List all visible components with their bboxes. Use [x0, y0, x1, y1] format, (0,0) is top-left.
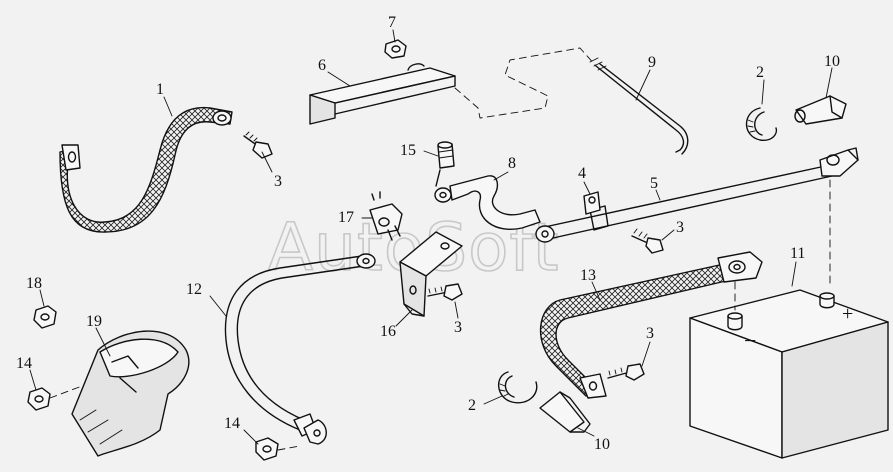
callout-3-lower-right: 3: [646, 325, 654, 342]
callout-4: 4: [578, 165, 586, 182]
nut-left-14: [27, 387, 51, 411]
callout-12: 12: [186, 281, 202, 298]
callout-13: 13: [580, 267, 596, 284]
cable-clip: [583, 191, 601, 215]
bolt-middle: [631, 228, 664, 254]
callout-2-lower: 2: [468, 397, 476, 414]
callout-16: 16: [380, 323, 396, 340]
callout-3-middle: 3: [676, 219, 684, 236]
battery: − +: [689, 289, 889, 459]
callout-19: 19: [86, 313, 102, 330]
hold-down-rod: [589, 57, 689, 155]
callout-17: 17: [338, 209, 354, 226]
small-switch: [369, 191, 403, 241]
clamp-upper-right: [745, 107, 778, 142]
bolt-lower-middle: [427, 283, 463, 301]
callout-3-lower-middle: 3: [454, 319, 462, 336]
callout-leaders: [29, 29, 833, 445]
positive-cable: [535, 147, 859, 243]
callout-2-upper: 2: [756, 64, 764, 81]
dashed-leader-bracket: [454, 47, 597, 119]
callout-14-lower: 14: [224, 415, 240, 432]
nut-lower-middle: [255, 437, 279, 461]
bracket-plate: [309, 63, 456, 125]
dashed-leader-nut-lower: [277, 445, 301, 451]
battery-minus-sign: −: [744, 328, 756, 353]
callout-18: 18: [26, 275, 42, 292]
short-cable: [434, 169, 541, 230]
long-cable: [224, 253, 376, 445]
callout-1: 1: [156, 81, 164, 98]
terminal-cover: [71, 330, 190, 457]
callout-9: 9: [648, 54, 656, 71]
callout-10-lower: 10: [594, 436, 610, 453]
callout-11: 11: [790, 245, 805, 262]
battery-plus-sign: +: [842, 303, 853, 325]
nut-left-18: [33, 305, 57, 329]
terminal-cap-upper-right: [794, 95, 847, 125]
callout-6: 6: [318, 57, 326, 74]
callout-7: 7: [388, 14, 396, 31]
mount-bracket: [399, 231, 463, 317]
bolt-upper-left: [243, 131, 273, 159]
nut-top: [384, 39, 407, 59]
callout-3-upper-left: 3: [274, 173, 282, 190]
bolt-lower-right: [607, 363, 645, 381]
callout-15: 15: [400, 142, 416, 159]
clamp-lower: [498, 371, 538, 404]
terminal-connector: [437, 141, 455, 169]
callout-14-left: 14: [16, 355, 32, 372]
callout-8: 8: [508, 155, 516, 172]
callout-10-upper: 10: [824, 53, 840, 70]
ground-strap-left: [59, 106, 233, 233]
terminal-cap-lower: [539, 391, 591, 433]
ground-strap-right: [540, 251, 763, 399]
callout-5: 5: [650, 175, 658, 192]
